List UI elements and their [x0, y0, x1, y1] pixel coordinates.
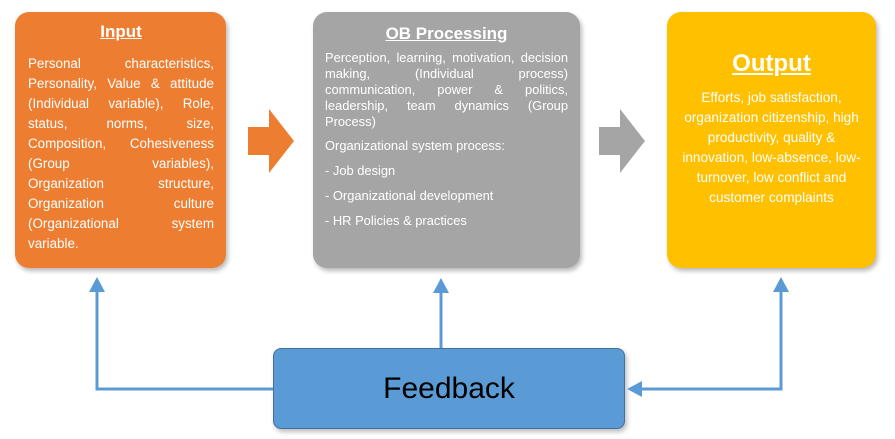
output-to-feedback-line	[641, 281, 783, 391]
feedback-box: Feedback	[273, 348, 625, 429]
feedback-to-input-arrowhead	[89, 277, 105, 292]
feedback-to-input-line	[95, 291, 273, 391]
organizational-system-process-heading: Organizational system process:	[325, 138, 505, 153]
output-arrowhead	[773, 277, 789, 292]
output-title: Output	[732, 50, 811, 77]
process-item-organizational-development: - Organizational development	[325, 188, 494, 203]
feedback-arrowhead	[627, 381, 642, 397]
ob-processing-box: OB Processing Perception, learning, moti…	[313, 12, 580, 268]
process-item-hr-policies: - HR Policies & practices	[325, 213, 467, 228]
arrow-input-to-process	[248, 109, 294, 173]
arrow-process-to-output	[599, 109, 645, 173]
input-title: Input	[100, 22, 142, 41]
process-item-job-design: - Job design	[325, 163, 396, 178]
input-description: Personal characteristics, Personality, V…	[28, 56, 214, 251]
output-description: Efforts, job satisfaction, organization …	[682, 90, 861, 205]
ob-processing-description: Perception, learning, motivation, decisi…	[325, 50, 568, 129]
feedback-label: Feedback	[383, 371, 515, 405]
feedback-to-process-arrowhead	[433, 278, 449, 293]
ob-processing-title: OB Processing	[385, 24, 508, 43]
output-box: Output Efforts, job satisfaction, organi…	[667, 12, 876, 268]
input-box: Input Personal characteristics, Personal…	[15, 12, 226, 268]
